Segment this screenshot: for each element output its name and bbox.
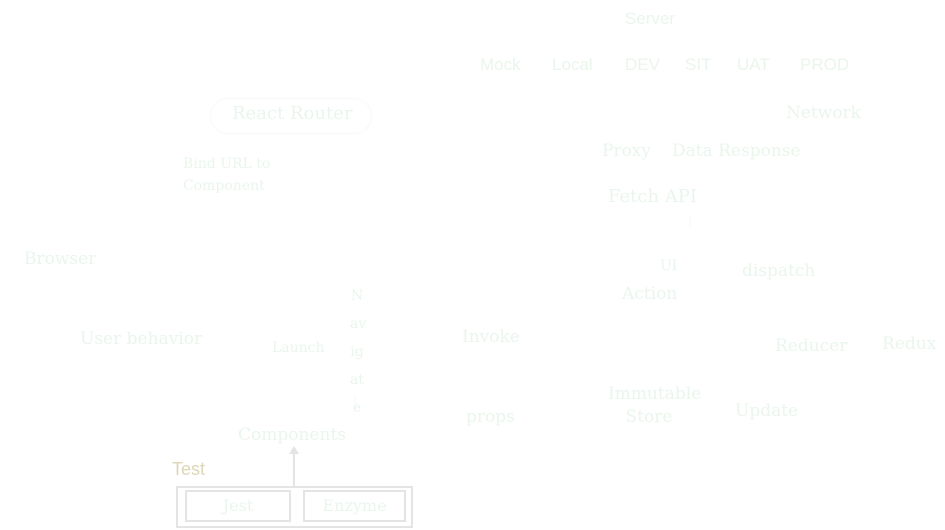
update-label: Update [735, 401, 799, 421]
redux-label: Redux [882, 334, 937, 354]
navigate-char: av [350, 316, 367, 332]
env-prod[interactable]: PROD [800, 55, 850, 74]
tool-enzyme: Enzyme [303, 490, 406, 522]
router-desc-line2: Component [183, 178, 265, 194]
arrow-up-icon [289, 446, 299, 454]
reducer-label: Reducer [775, 336, 848, 356]
navigate-label: N av ig at e [350, 282, 367, 422]
invoke-label: Invoke [462, 327, 520, 347]
dispatch-label: dispatch [742, 261, 816, 281]
env-dev[interactable]: DEV [625, 55, 660, 74]
env-sit[interactable]: SIT [685, 55, 712, 74]
ui-action-line2: Action [622, 284, 678, 304]
router-desc-line1: Bind URL to [183, 156, 271, 172]
network-title: Network [786, 103, 861, 123]
tool-jest: Jest [185, 490, 291, 522]
props-label: props [466, 407, 515, 427]
navigate-char: N [350, 288, 364, 304]
fetch-api-label: Fetch API [608, 186, 698, 207]
server-title: Server [625, 9, 676, 28]
router-outline [210, 98, 372, 134]
ui-action-line1: UI [660, 258, 678, 274]
data-response-label: Data Response [672, 141, 801, 161]
test-group-box [176, 486, 413, 528]
proxy-label: Proxy [602, 141, 651, 161]
navigate-char: e [352, 400, 362, 416]
browser-title: Browser [24, 249, 97, 269]
env-uat[interactable]: UAT [737, 55, 770, 74]
store-line2: Store [625, 407, 673, 427]
components-label: Components [238, 425, 346, 445]
store-line1: Immutable [608, 384, 702, 404]
launch-label: Launch [272, 340, 325, 356]
router-title: React Router [232, 103, 353, 124]
env-local[interactable]: Local [552, 55, 593, 74]
test-title: Test [172, 459, 206, 479]
test-to-components-arrow [293, 452, 295, 486]
user-behavior-label: User behavior [80, 329, 203, 349]
env-mock[interactable]: Mock [480, 55, 521, 74]
navigate-char: ig [350, 344, 364, 360]
navigate-char: at [350, 372, 364, 388]
